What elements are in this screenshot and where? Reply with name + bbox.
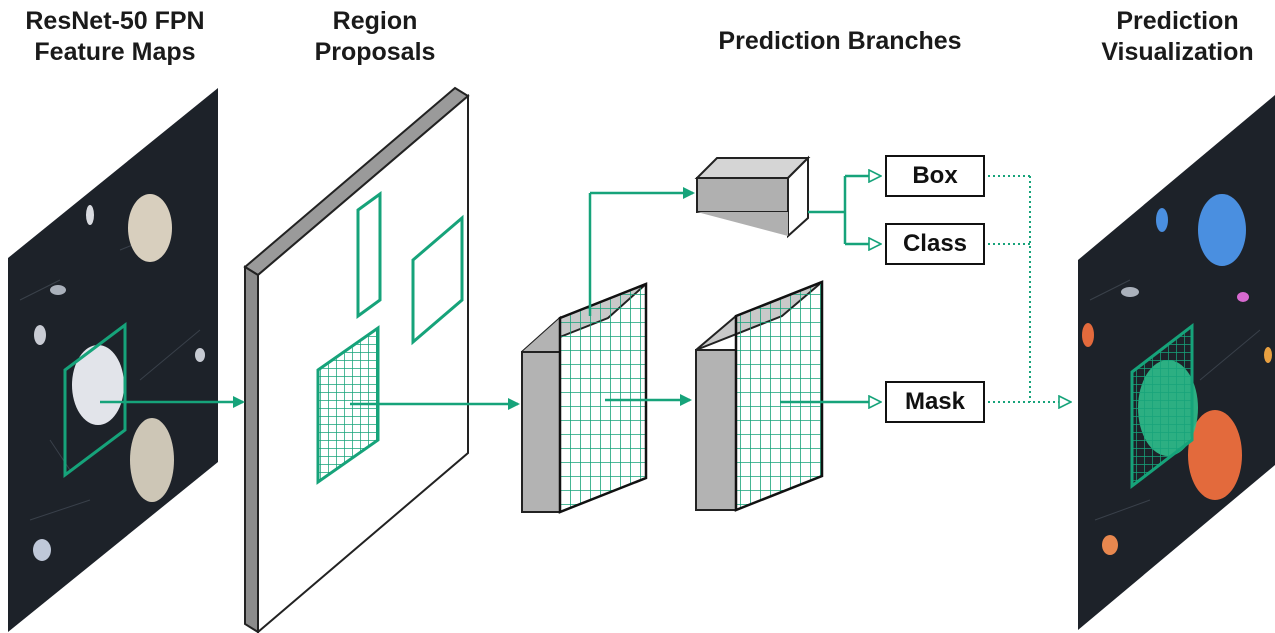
roi-feature-cube bbox=[521, 282, 648, 514]
mask-blob-gray bbox=[1121, 287, 1139, 297]
mask-output-label: Mask bbox=[904, 388, 966, 415]
mask-output: Mask bbox=[885, 381, 985, 423]
combine-dotted-lines bbox=[988, 175, 1060, 403]
prediction-visualization-panel bbox=[1078, 95, 1275, 630]
mask-blob-blue-small bbox=[1156, 208, 1168, 232]
proposal-box-feature bbox=[63, 322, 127, 478]
mask-blob-orange-small bbox=[1102, 535, 1118, 555]
proposal-box bbox=[356, 191, 382, 319]
shell-specimen bbox=[130, 418, 174, 502]
region-proposals-title-line1: Region bbox=[332, 7, 418, 35]
feature-maps-title-line2: Feature Maps bbox=[34, 38, 196, 66]
class-output-label: Class bbox=[902, 230, 968, 257]
roi-align-grid bbox=[316, 325, 380, 485]
predicted-mask-grid bbox=[1130, 322, 1194, 490]
shell-specimen bbox=[33, 539, 51, 561]
feature-map-panel bbox=[8, 88, 218, 632]
shell-specimen bbox=[86, 205, 94, 225]
shell-specimen bbox=[195, 348, 205, 362]
prediction-visualization-title-line2: Visualization bbox=[1101, 38, 1254, 66]
cube-side bbox=[695, 349, 737, 511]
feature-maps-title: ResNet-50 FPN Feature Maps bbox=[0, 6, 230, 68]
shell-specimen bbox=[34, 325, 46, 345]
board-side-edge bbox=[244, 265, 259, 633]
region-proposals-title-line2: Proposals bbox=[314, 38, 436, 66]
shell-specimen bbox=[72, 345, 124, 425]
cube-grid-face bbox=[558, 282, 648, 514]
cube-grid-face bbox=[734, 280, 824, 512]
mask-blob-orange-small bbox=[1082, 323, 1094, 347]
mask-blob-amber bbox=[1264, 347, 1272, 363]
mask-head-cube bbox=[695, 280, 824, 512]
prediction-branches-title: Prediction Branches bbox=[690, 26, 990, 57]
shell-specimen bbox=[128, 194, 172, 262]
class-output: Class bbox=[885, 223, 985, 265]
region-proposals-title: Region Proposals bbox=[290, 6, 460, 68]
visualization-texture bbox=[1089, 279, 1261, 521]
box-output-label: Box bbox=[912, 162, 958, 189]
proposal-box bbox=[411, 214, 464, 346]
shell-specimen bbox=[50, 285, 66, 295]
region-proposals-board bbox=[243, 86, 470, 633]
box-output: Box bbox=[885, 155, 985, 197]
mask-blob-blue bbox=[1198, 194, 1246, 266]
mask-blob-orange bbox=[1188, 410, 1242, 500]
fc-head-block bbox=[694, 155, 811, 239]
feature-maps-title-line1: ResNet-50 FPN bbox=[25, 7, 205, 35]
prediction-visualization-title-line1: Prediction bbox=[1116, 7, 1239, 35]
prediction-branches-title-text: Prediction Branches bbox=[718, 27, 962, 55]
mask-blob-pink bbox=[1237, 292, 1249, 302]
prediction-visualization-title: Prediction Visualization bbox=[1085, 6, 1270, 68]
